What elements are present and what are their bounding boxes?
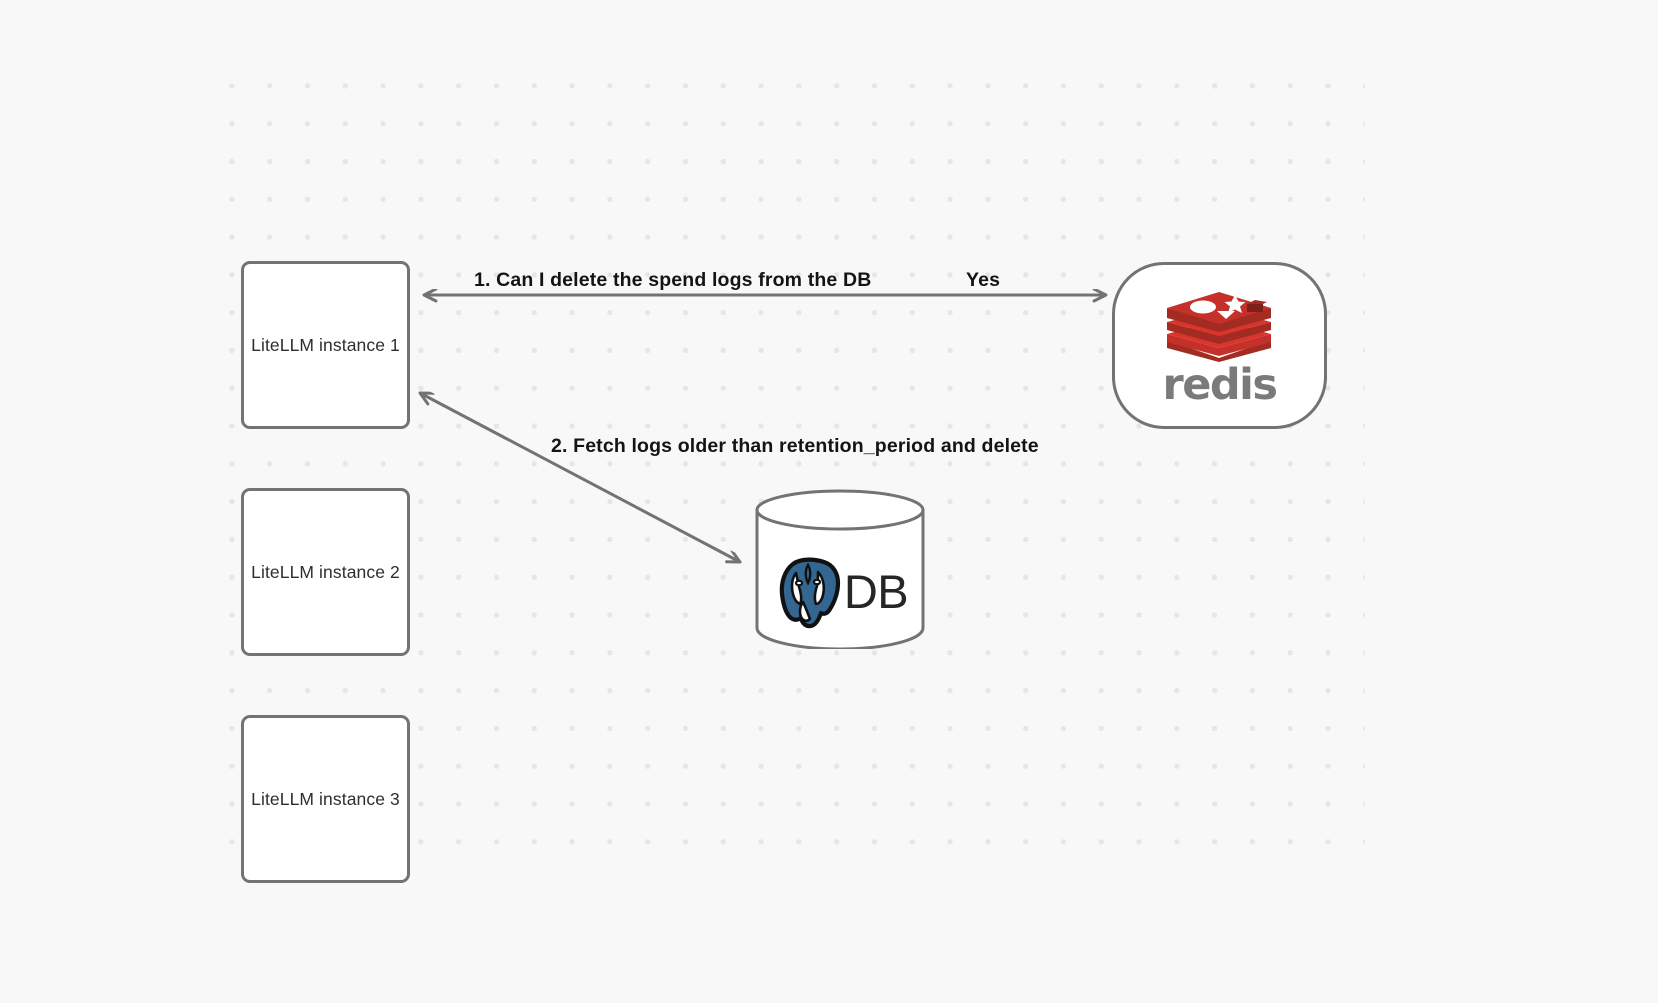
redis-logo: redis bbox=[1162, 286, 1278, 410]
node-label: LiteLLM instance 3 bbox=[251, 788, 400, 809]
redis-wordmark: redis bbox=[1162, 360, 1278, 410]
edge-label-step-2: 2. Fetch logs older than retention_perio… bbox=[551, 435, 1039, 457]
node-litellm-instance-1[interactable]: LiteLLM instance 1 bbox=[241, 261, 410, 429]
postgresql-elephant-icon bbox=[779, 557, 840, 628]
edge-label-yes: Yes bbox=[966, 269, 1001, 291]
edge-label-step-1: 1. Can I delete the spend logs from the … bbox=[474, 269, 872, 291]
node-redis[interactable]: redis bbox=[1112, 262, 1327, 429]
database-logo-and-label: DB bbox=[754, 539, 926, 644]
redis-stack-icon bbox=[1167, 292, 1272, 362]
node-label: LiteLLM instance 2 bbox=[251, 561, 400, 582]
node-database[interactable]: DB bbox=[754, 489, 926, 651]
node-litellm-instance-3[interactable]: LiteLLM instance 3 bbox=[241, 715, 410, 883]
edge-litellm1-db bbox=[420, 393, 740, 562]
database-label: DB bbox=[843, 565, 909, 618]
node-litellm-instance-2[interactable]: LiteLLM instance 2 bbox=[241, 488, 410, 656]
node-label: LiteLLM instance 1 bbox=[251, 334, 400, 355]
